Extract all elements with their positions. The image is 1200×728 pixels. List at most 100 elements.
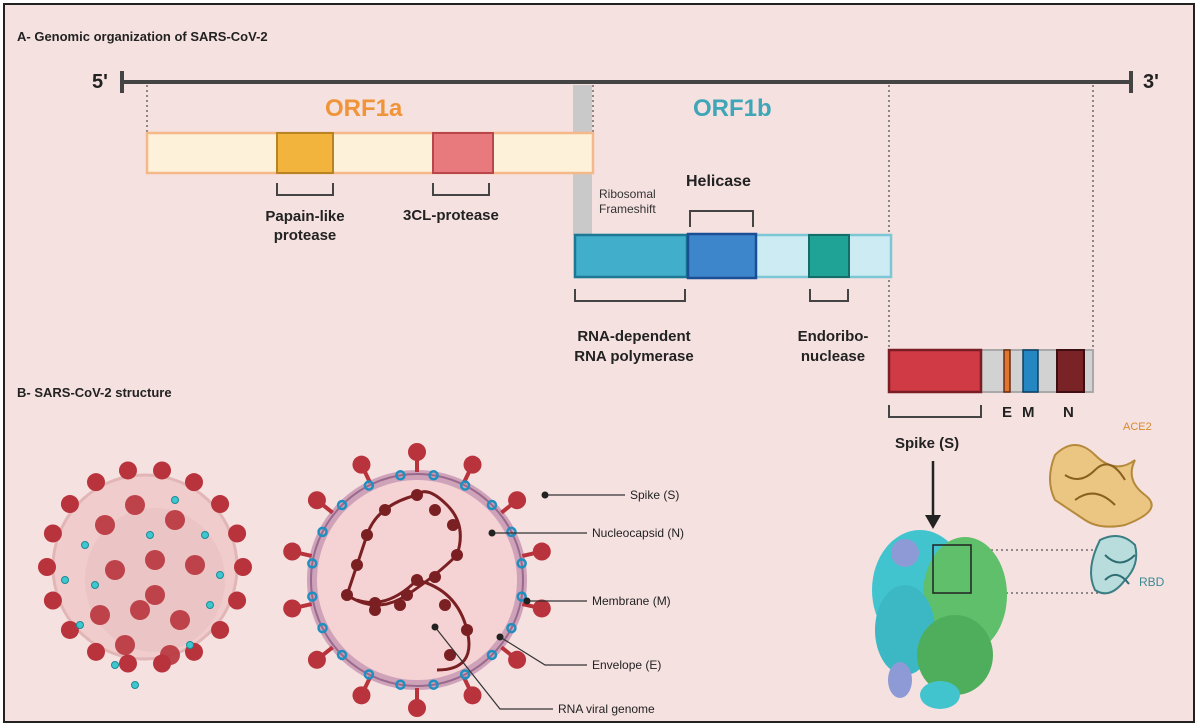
spike-head [307, 491, 326, 510]
spike-head [283, 599, 302, 618]
membrane-protein-dot [171, 496, 179, 504]
surface-spike [118, 461, 137, 480]
membrane-protein-dot [111, 661, 119, 669]
nucleocapsid-bead [429, 571, 441, 583]
spike-protein-structure [872, 530, 1007, 709]
rbd-zoom-box [932, 544, 972, 594]
m-gene [1022, 349, 1039, 393]
rbd-label: RBD [1139, 575, 1165, 589]
figure-frame: A- Genomic organization of SARS-CoV-2 5'… [3, 3, 1195, 723]
membrane-protein [336, 499, 348, 511]
spike-arrow-head [925, 515, 941, 529]
membrane-protein [506, 622, 517, 634]
membrane-protein-dot [91, 581, 99, 589]
membrane-protein-dot [61, 576, 69, 584]
orf1a-bar [145, 131, 595, 175]
nucleocapsid-bead [401, 589, 413, 601]
endoribonuclease-domain [808, 234, 850, 278]
label-spike: Spike (S) [630, 488, 680, 502]
section-a-title: A- Genomic organization of SARS-CoV-2 [17, 29, 268, 44]
surface-spike [185, 473, 203, 492]
label-membrane: Membrane (M) [592, 594, 671, 608]
three-prime-label: 3' [1143, 71, 1159, 93]
surface-spike [170, 610, 190, 630]
surface-spike [234, 558, 252, 576]
n-gene-label: N [1063, 404, 1074, 421]
papain-like-domain [276, 132, 334, 174]
helicase-label: Helicase [686, 173, 751, 190]
membrane-protein-dot [131, 681, 139, 689]
e-gene-label: E [1002, 404, 1013, 421]
spike-head [508, 491, 527, 510]
3cl-protease-domain [432, 132, 494, 174]
ace2-rbd-structure [1049, 444, 1153, 595]
endoribonuclease-label: Endoribo- nuclease [785, 327, 881, 367]
surface-spike [60, 620, 79, 639]
spike-head [408, 443, 426, 461]
m-gene-label: M [1022, 404, 1035, 421]
leader-lines [434, 494, 625, 710]
surface-spike [115, 635, 135, 655]
membrane-protein [317, 622, 328, 634]
orf1a-label: ORF1a [325, 95, 403, 122]
diagram-graphics [38, 71, 1153, 717]
membrane-protein-dot [206, 601, 214, 609]
spike-head [408, 699, 426, 717]
virus-cross-section [283, 443, 551, 717]
spike-head [352, 455, 371, 474]
nucleocapsid-bead [361, 529, 373, 541]
ribosomal-frameshift-line1: Ribosomal [599, 187, 656, 201]
nucleocapsid-bead [351, 559, 363, 571]
orf1b-label: ORF1b [693, 95, 772, 122]
surface-spike [43, 591, 62, 610]
ace2-label: ACE2 [1123, 421, 1152, 433]
membrane-protein [336, 649, 348, 661]
ribosomal-frameshift-label: Ribosomal Frameshift [599, 187, 656, 217]
endoribonuclease-line1: Endoribo- [797, 328, 869, 345]
membrane-protein [428, 470, 439, 481]
nucleocapsid-bead [394, 599, 406, 611]
surface-spike [153, 461, 172, 480]
nucleocapsid-bead [379, 504, 391, 516]
nucleocapsid-bead [447, 519, 459, 531]
membrane-protein [395, 679, 406, 690]
surface-spike [145, 550, 165, 570]
3cl-protease-label: 3CL-protease [403, 207, 499, 224]
nucleocapsid-bead [461, 624, 473, 636]
papain-like-protease-label: Papain-like protease [245, 207, 365, 245]
nucleocapsid-bead [429, 504, 441, 516]
surface-spike [211, 620, 230, 639]
membrane-protein-dot [186, 641, 194, 649]
spike-head [508, 650, 527, 669]
surface-spike [60, 495, 79, 514]
helicase-domain [686, 232, 758, 280]
surface-spike [90, 605, 110, 625]
membrane-protein [486, 499, 498, 511]
surface-spike [95, 515, 115, 535]
membrane-protein [363, 480, 375, 491]
membrane-protein [486, 649, 498, 661]
papain-like-protease-line2: protease [273, 227, 337, 244]
surface-spike [228, 591, 247, 610]
surface-spike [38, 558, 56, 576]
surface-spike [160, 645, 180, 665]
label-nucleocapsid: Nucleocapsid (N) [592, 526, 685, 540]
nucleocapsid-bead [411, 489, 423, 501]
nucleocapsid-bead [369, 597, 381, 609]
five-prime-label: 5' [92, 71, 108, 93]
membrane-protein-dot [146, 531, 154, 539]
surface-spike [125, 495, 145, 515]
surface-spike [185, 555, 205, 575]
spike-head [532, 599, 551, 618]
surface-spike [228, 524, 247, 543]
surface-spike [118, 654, 137, 673]
nucleocapsid-bead [444, 649, 456, 661]
spike-head [283, 542, 302, 561]
endoribonuclease-line2: nuclease [800, 348, 866, 365]
membrane-protein-dot [216, 571, 224, 579]
spike-gene [887, 348, 983, 394]
membrane-protein [428, 679, 439, 690]
membrane-protein [516, 591, 527, 602]
surface-spike [105, 560, 125, 580]
spike-head [352, 686, 371, 705]
